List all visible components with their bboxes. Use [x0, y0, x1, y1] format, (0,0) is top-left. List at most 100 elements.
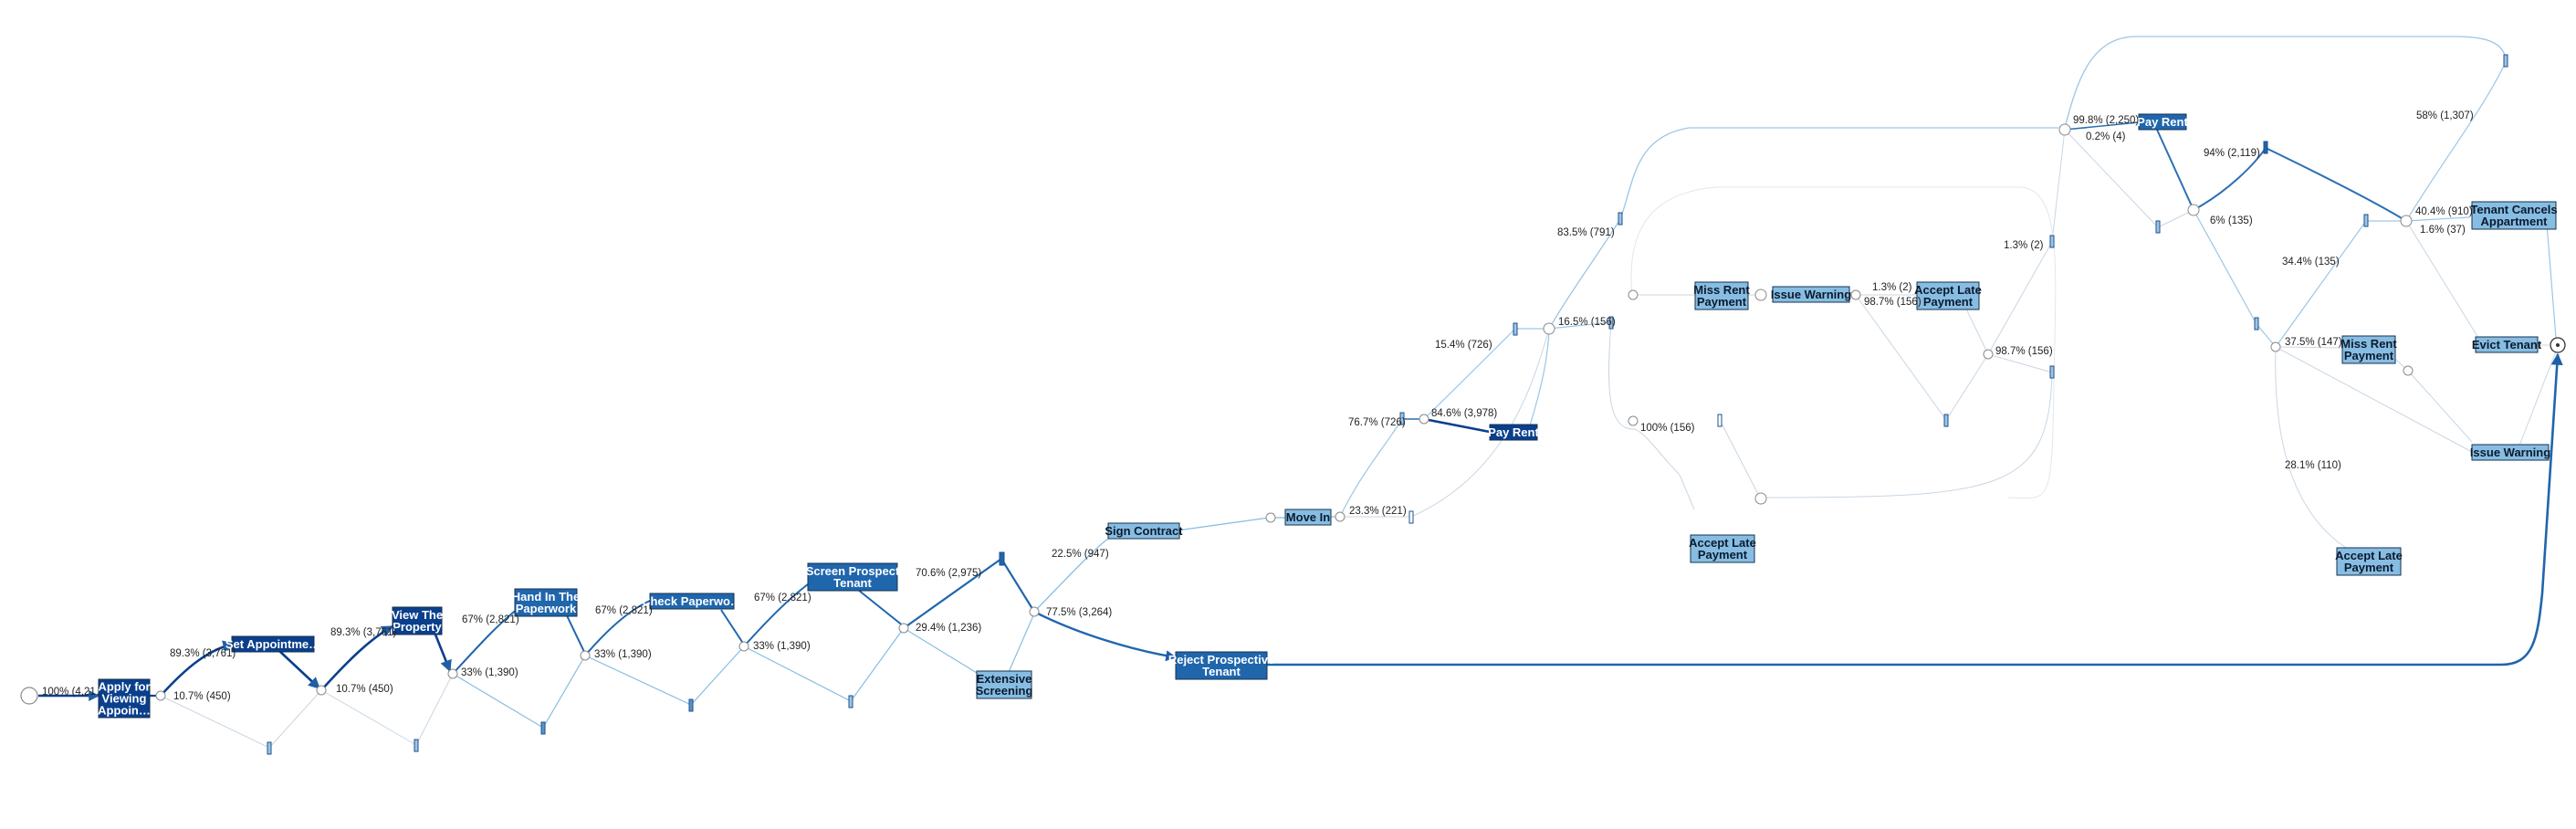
edge-gw5-screen[interactable] [743, 583, 809, 647]
edge-top-loop[interactable] [1630, 186, 2057, 498]
activity-box[interactable] [392, 606, 443, 635]
edge-marker4-gw5[interactable] [690, 645, 745, 706]
edge-marker5-gw6[interactable] [850, 627, 905, 702]
marker[interactable] [2503, 54, 2508, 68]
edge-tenantcancels-end[interactable] [2546, 223, 2557, 339]
activity-box[interactable] [2471, 444, 2550, 461]
gateway[interactable] [2187, 204, 2200, 216]
edge-gw1-marker1[interactable] [160, 695, 270, 749]
edge-gw10-payrent[interactable] [1423, 417, 1491, 434]
edge-marker13-gw18[interactable] [1945, 353, 1989, 421]
edge-gw21-miss2[interactable] [2275, 346, 2343, 349]
edge-gw1-setappt[interactable] [160, 640, 236, 697]
gateway[interactable] [738, 641, 749, 652]
edge-gw20-marker20[interactable] [2405, 61, 2507, 222]
gateway[interactable] [1754, 289, 1767, 301]
edge-marker9-gw11[interactable] [1410, 328, 1550, 518]
marker[interactable] [999, 551, 1005, 566]
activity-box[interactable] [2471, 201, 2557, 230]
edge-marker14-gw12[interactable] [2051, 129, 2066, 243]
edge-gw12-payrent2[interactable] [2064, 121, 2140, 131]
marker[interactable] [2155, 220, 2161, 234]
edge-gw3-marker3[interactable] [452, 673, 544, 729]
edge-gw11-marker10[interactable] [1548, 321, 1612, 330]
edge-warning2-end[interactable] [2518, 351, 2557, 446]
marker[interactable] [2254, 317, 2259, 331]
edge-gw9-marker7[interactable] [1339, 418, 1403, 518]
activity-box[interactable] [976, 670, 1032, 699]
activity-node[interactable]: Sign Contract [1105, 522, 1183, 540]
gateway[interactable] [580, 650, 591, 661]
edge-marker20-loop[interactable] [2064, 36, 2507, 129]
edge-marker1-gw2[interactable] [268, 689, 322, 749]
edge-marker15-gw16[interactable] [1759, 372, 2053, 498]
edge-screen-gw6[interactable] [857, 589, 905, 627]
gateway[interactable] [1754, 492, 1767, 505]
marker[interactable] [1408, 510, 1414, 524]
marker[interactable] [1943, 414, 1949, 427]
edge-check-gw5[interactable] [720, 609, 745, 645]
edge-gw4-marker4[interactable] [584, 655, 692, 706]
marker[interactable] [540, 721, 546, 735]
marker[interactable] [1608, 316, 1614, 330]
marker[interactable] [848, 695, 853, 708]
edge-gw6-extensive[interactable] [903, 627, 982, 677]
activity-node[interactable]: Evict Tenant [2472, 336, 2542, 353]
gateway[interactable] [1335, 511, 1346, 522]
activity-box[interactable] [1175, 651, 1268, 680]
edge-gw12-marker16[interactable] [2064, 129, 2159, 228]
activity-node[interactable]: Pay Rent [1488, 424, 1539, 441]
edge-gw10-marker8[interactable] [1423, 328, 1516, 420]
activity-node[interactable]: Set Appointme… [225, 635, 320, 653]
activity-box[interactable] [807, 562, 898, 592]
edge-gw18-marker14[interactable] [1987, 241, 2053, 355]
edge-gw20-evict[interactable] [2405, 220, 2479, 339]
marker[interactable] [688, 698, 694, 712]
edge-accept-gw18[interactable] [1962, 300, 1989, 355]
activity-box[interactable] [2475, 336, 2539, 353]
edge-marker6-gw7[interactable] [1000, 558, 1035, 613]
activity-node[interactable]: Issue Warning [1771, 286, 1851, 303]
gateway[interactable] [1850, 289, 1861, 300]
edge-gw7-reject[interactable] [1033, 610, 1178, 662]
edge-marker2-gw3[interactable] [415, 673, 454, 746]
edge-setappt-gw2[interactable] [277, 649, 320, 689]
edge-gw6-marker6[interactable] [903, 558, 1002, 629]
edge-view-gw3[interactable] [432, 629, 452, 673]
activity-box[interactable] [1694, 281, 1749, 310]
edge-gw2-view[interactable] [320, 624, 394, 691]
activity-box[interactable] [2336, 547, 2402, 576]
edge-payrent2-gw19[interactable] [2156, 129, 2194, 211]
activity-box[interactable] [514, 588, 578, 617]
activity-node[interactable]: Issue Warning [2470, 444, 2550, 461]
activity-box[interactable] [1690, 534, 1755, 563]
edge-gw19-marker17[interactable] [2193, 147, 2267, 211]
marker[interactable] [2049, 365, 2055, 379]
gateway[interactable] [447, 668, 458, 679]
marker[interactable] [1618, 212, 1623, 226]
gateway[interactable] [316, 685, 327, 696]
activity-node[interactable]: Move In [1284, 509, 1332, 526]
edge-gw14-misspay[interactable] [1632, 428, 1695, 510]
edge-gw5-marker5[interactable] [743, 645, 852, 702]
activity-node[interactable]: Check Paperwo… [642, 593, 742, 610]
activity-box[interactable] [98, 678, 151, 719]
gateway[interactable] [155, 690, 166, 701]
marker[interactable] [267, 741, 272, 755]
activity-box[interactable] [649, 593, 735, 610]
edge-marker12-gw16[interactable] [1719, 419, 1761, 498]
gateway[interactable] [1628, 415, 1639, 426]
gateway[interactable] [1419, 414, 1429, 425]
gateway[interactable] [2058, 123, 2071, 136]
edge-gw19-marker18[interactable] [2193, 209, 2257, 325]
activity-box[interactable] [1284, 509, 1332, 526]
edge-marker3-gw4[interactable] [542, 655, 586, 729]
